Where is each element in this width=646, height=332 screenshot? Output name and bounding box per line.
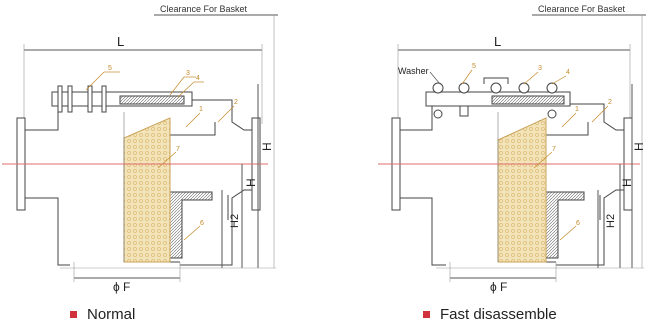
bullet-icon xyxy=(423,311,430,318)
svg-text:5: 5 xyxy=(108,65,112,72)
height-label: H xyxy=(632,142,646,151)
length-label: L xyxy=(494,34,501,49)
caption-text: Normal xyxy=(87,306,136,323)
h2-label: H2 xyxy=(229,214,241,228)
height-mid-label: H xyxy=(620,178,634,187)
callout-5: 5 xyxy=(85,65,120,91)
svg-text:6: 6 xyxy=(200,220,204,227)
svg-text:6: 6 xyxy=(576,220,580,227)
diameter-label: ϕ F xyxy=(490,280,507,294)
callout-3: 3 xyxy=(169,70,196,96)
basket-mesh xyxy=(497,117,547,263)
svg-text:2: 2 xyxy=(608,99,612,106)
svg-text:7: 7 xyxy=(176,146,180,153)
svg-text:2: 2 xyxy=(234,99,238,106)
callout-5: 5 xyxy=(461,63,476,85)
callout-7: 7 xyxy=(533,146,556,169)
basket-mesh xyxy=(123,117,171,263)
callout-4: 4 xyxy=(177,75,204,98)
callout-6: 6 xyxy=(183,220,204,241)
callout-6: 6 xyxy=(559,220,580,241)
caption-fast-disassemble: Fast disassemble xyxy=(423,306,557,323)
clearance-label: Clearance For Basket xyxy=(538,4,626,14)
length-label: L xyxy=(117,34,124,49)
callout-3: 3 xyxy=(523,65,542,85)
height-mid-label: H xyxy=(244,178,258,187)
strainer-body xyxy=(25,99,252,266)
h2-label: H2 xyxy=(605,214,617,228)
svg-text:5: 5 xyxy=(472,63,476,70)
svg-text:1: 1 xyxy=(199,106,203,113)
callout-7: 7 xyxy=(157,146,180,169)
svg-text:1: 1 xyxy=(575,106,579,113)
washer-label: Washer xyxy=(398,66,429,76)
callout-1: 1 xyxy=(185,106,203,128)
callout-4: 4 xyxy=(551,69,570,85)
callout-1: 1 xyxy=(561,106,579,128)
svg-text:3: 3 xyxy=(186,70,190,77)
strainer-body xyxy=(400,103,624,266)
callout-2: 2 xyxy=(591,99,612,123)
quick-clamps xyxy=(432,77,558,119)
bullet-icon xyxy=(70,311,77,318)
bottom-outlet xyxy=(167,191,213,259)
svg-text:3: 3 xyxy=(538,65,542,72)
cover-bolts xyxy=(57,85,107,113)
clearance-label: Clearance For Basket xyxy=(160,4,248,14)
svg-text:4: 4 xyxy=(196,75,200,82)
fast-disassemble-strainer-drawing: Clearance For Basket L xyxy=(378,4,646,294)
caption-text: Fast disassemble xyxy=(440,306,557,323)
svg-text:7: 7 xyxy=(552,146,556,153)
normal-strainer-drawing: Clearance For Basket L H xyxy=(2,4,278,294)
height-label: H xyxy=(260,142,274,151)
svg-text:4: 4 xyxy=(566,69,570,76)
caption-normal: Normal xyxy=(70,306,135,323)
callout-2: 2 xyxy=(217,99,238,123)
diameter-label: ϕ F xyxy=(113,280,130,294)
